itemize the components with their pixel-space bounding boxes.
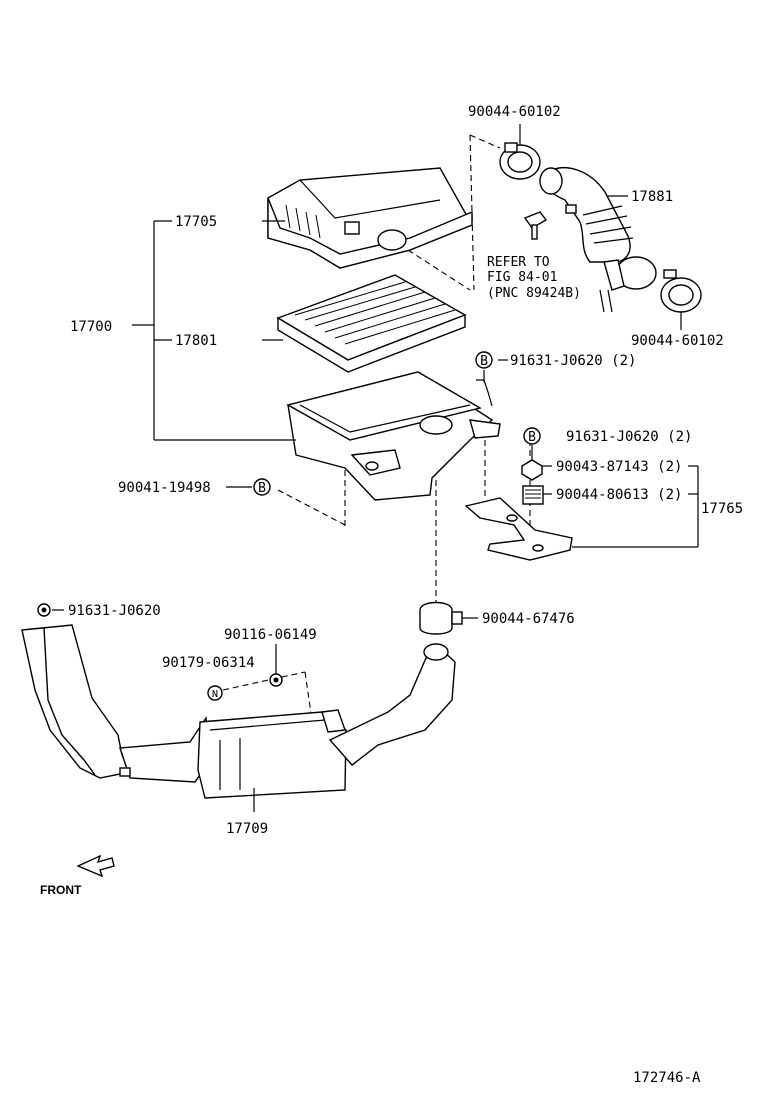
air-cleaner-cap (267, 167, 474, 269)
label-stud-bolt: 90116-06149 (224, 627, 317, 643)
lower-hose-clamp (419, 601, 463, 635)
bolt-b-bracket-marker: B (523, 427, 541, 445)
label-resonator: 17709 (226, 821, 268, 837)
label-hose-clamp-top: 90044-60102 (468, 104, 561, 120)
refer-note-line-3: (PNC 89424B) (487, 286, 581, 301)
svg-text:N: N (212, 689, 218, 700)
label-bracket: 17765 (701, 501, 743, 517)
label-grommet: 90044-80613 (2) (556, 487, 682, 503)
nut-n-marker: N (207, 685, 223, 701)
label-nut: 90043-87143 (2) (556, 459, 682, 475)
filter-element (276, 274, 467, 373)
front-arrow-icon (76, 854, 115, 878)
label-bolt-b-top: 91631-J0620 (2) (510, 353, 636, 369)
bracket (464, 497, 573, 561)
bolt-b-case-marker: B (253, 478, 271, 496)
vacuum-fitting (523, 211, 548, 240)
hose-clamp-upper (499, 142, 541, 180)
stud-bolt-marker (269, 673, 283, 687)
svg-text:B: B (480, 354, 488, 369)
label-cap: 17705 (175, 214, 217, 230)
label-lower-hose-clamp: 90044-67476 (482, 611, 575, 627)
inlet-hose (539, 167, 657, 313)
label-air-cleaner-assy: 17700 (70, 319, 112, 335)
label-inlet-hose: 17881 (631, 189, 673, 205)
leader-lines (52, 220, 699, 812)
svg-text:B: B (528, 430, 536, 445)
bracket-nut (521, 459, 543, 481)
bolt-intake-marker (37, 603, 51, 617)
figure-id: 172746-A (633, 1070, 701, 1086)
label-bolt-b-bracket: 91631-J0620 (2) (566, 429, 692, 445)
svg-text:B: B (258, 481, 266, 496)
refer-note-line-1: REFER TO (487, 255, 550, 270)
intake-duct (21, 624, 456, 799)
hose-clamp-lower (660, 269, 702, 313)
label-element: 17801 (175, 333, 217, 349)
bracket-grommet (522, 485, 544, 505)
bolt-b-top-marker: B (475, 351, 493, 369)
label-bolt-intake: 91631-J0620 (68, 603, 161, 619)
air-cleaner-case (286, 371, 501, 501)
refer-note-line-2: FIG 84-01 (487, 270, 557, 285)
label-nut-n: 90179-06314 (162, 655, 255, 671)
front-label: FRONT (40, 883, 82, 897)
label-bolt-b-case: 90041-19498 (118, 480, 211, 496)
label-hose-clamp-bottom: 90044-60102 (631, 333, 724, 349)
